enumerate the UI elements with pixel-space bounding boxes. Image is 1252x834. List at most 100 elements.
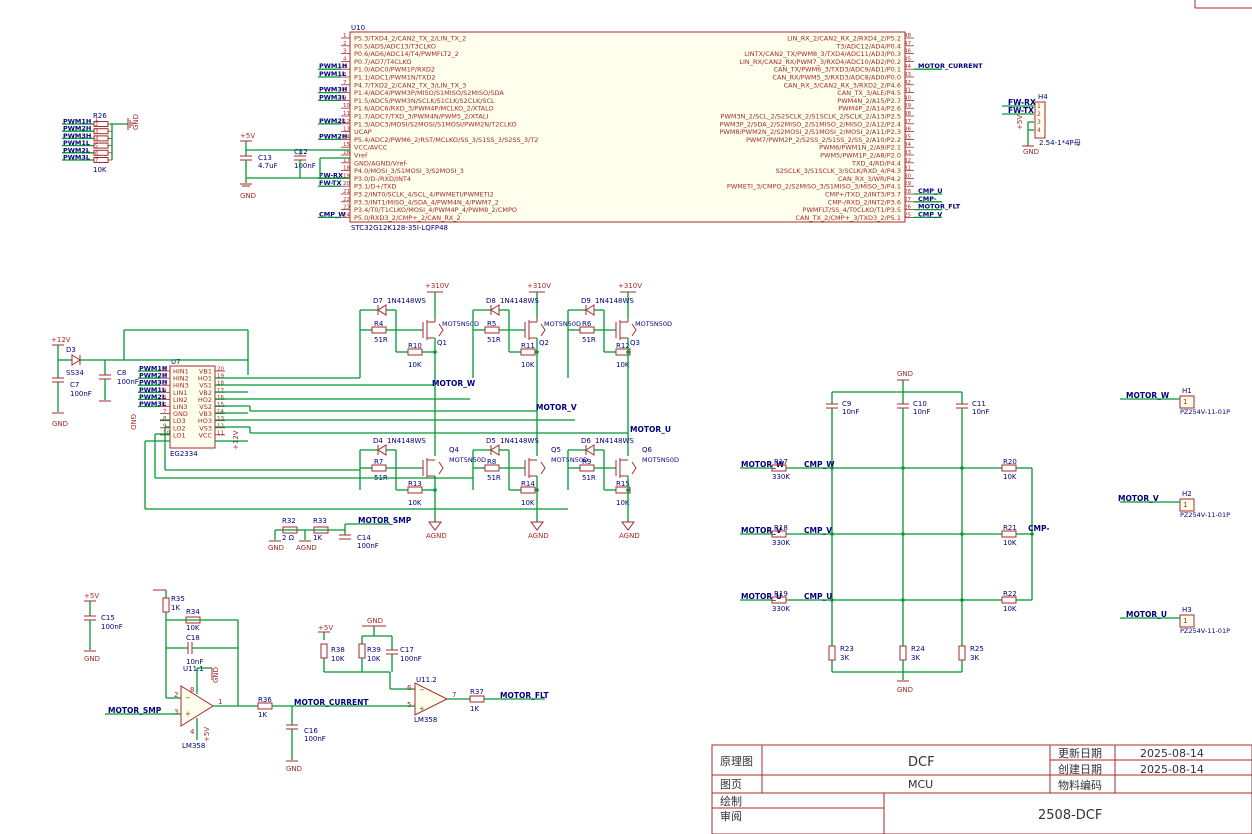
conn-body [1179, 395, 1195, 409]
c14-value: 100nF [357, 542, 379, 550]
mcu-pin-name: P1.1/ADC1/PWM1N/TXD2 [354, 74, 435, 82]
r34-body [185, 616, 201, 624]
u7-ref: U7 [171, 358, 181, 366]
mcu-pin-name: P3.2/INT0/SCLK_4/SCL_4/PWMETI/PWMETI2 [354, 191, 494, 199]
bemf-star-value: 10K [1003, 539, 1017, 547]
mcu-pin-number: 34 [904, 142, 911, 148]
u11-1-pin-vcc: 8 [190, 686, 194, 694]
mcu-pin-name: P5.0/RXD3_2/CMP+_2/CAN_RX_2 [354, 214, 461, 222]
mcu-net-label: PWM1L [319, 70, 346, 78]
r35-body [162, 597, 170, 613]
conn-body [1179, 614, 1195, 628]
u11-1-pin-out: 1 [218, 698, 222, 706]
junction [901, 532, 905, 536]
r26-pin-number: 1 [95, 117, 98, 123]
mcu-net-label: MOTOR_CURRENT [918, 62, 983, 70]
ls-diode-part: 1N4148WS [500, 437, 539, 445]
ls-fet-ref: Q6 [642, 446, 653, 454]
mcu-pin-number: 23 [343, 205, 350, 211]
bemf-bottom-ref: R25 [970, 645, 984, 653]
fault-comparator: +5V R38 10K GND R39 10K C17 100nF − + U1… [318, 617, 550, 724]
d3-ref: D3 [66, 346, 76, 354]
c8-value: 100nF [117, 378, 139, 386]
u7-pin-name: LIN1 [173, 389, 188, 397]
tb-label-code: 物料编码 [1058, 778, 1102, 792]
bridge-agnd-label: AGND [619, 532, 640, 540]
ls-pull-ref: R14 [521, 480, 535, 488]
mcu-pin-number: 12 [343, 119, 350, 125]
hs-fet-diode [540, 323, 546, 337]
r32-value: 2 Ω [282, 534, 295, 542]
bemf-bottom-value: 3K [911, 654, 920, 662]
d3-value: SS34 [66, 369, 84, 377]
mcu-pin-number: 14 [343, 134, 350, 140]
bridge-agnd-label: AGND [426, 532, 447, 540]
mcu-pin-name: VCC/AVCC [354, 144, 388, 152]
hs-pull-ref: R12 [616, 342, 630, 350]
mcu-net-label: CMP_U [918, 187, 943, 195]
u11-2-plus: + [419, 705, 425, 713]
mcu-pin-number: 48 [904, 33, 911, 39]
r26-net-label: PWM3L [63, 154, 90, 162]
r39-body [358, 643, 366, 659]
bemf-bottom-value: 3K [970, 654, 979, 662]
u11-1-pin-noninv: 3 [174, 708, 178, 716]
mcu-pin-number: 40 [904, 95, 911, 101]
hs-gate-r-value: 51R [374, 336, 388, 344]
hs-pull-value: 10K [521, 361, 535, 369]
mcu-pin-name: P3.3/INT1/MISO_4/SDA_4/PWM4N_4/PWM7_2 [354, 198, 499, 206]
shunt-gnd2: AGND [296, 544, 317, 552]
r26-net-label: PWM1H [63, 118, 91, 126]
mcu-pin-name: PWM8/PWM2N_2/S2MOSI_2/S1MOSI_2/MOSI_2/A1… [719, 128, 901, 136]
mcu-pin-name: P4.0/MOSI_3/S1MOSI_3/S2MOSI_3 [354, 167, 464, 175]
u11-1-ref: U11.1 [183, 665, 204, 673]
u7-pin-name: HO1 [198, 375, 212, 383]
mcu-pin-number: 29 [904, 181, 911, 187]
tb-label-updated: 更新日期 [1058, 746, 1102, 760]
u7-pin-name: VB3 [199, 410, 212, 418]
net-motor-v: MOTOR_V [536, 403, 577, 412]
bemf-bottom-ref: R24 [911, 645, 925, 653]
bemf-bottom-ref: R23 [840, 645, 854, 653]
hs-fet-diode [438, 323, 444, 337]
ls-pull-ref: R15 [616, 480, 630, 488]
r26-net-label: PWM2H [63, 125, 91, 133]
u11-1-pin-inv: 2 [174, 691, 178, 699]
ls-diode [490, 444, 500, 456]
ls-diode-part: 1N4148WS [595, 437, 634, 445]
r26-pin-number: 7 [95, 158, 98, 164]
conn-net: MOTOR_V [1118, 494, 1159, 503]
c14-ref: C14 [357, 534, 371, 542]
hs-fet-part: MOT5N50D [635, 320, 672, 328]
bemf-star-ref: R22 [1003, 590, 1017, 598]
amp-in-net: MOTOR_SMP [108, 706, 162, 715]
u11-2-part: LM358 [414, 716, 437, 724]
u7-pin-name: LIN3 [173, 403, 188, 411]
ls-pull-value: 10K [521, 499, 535, 507]
mcu-pin-name: CAN_TX/PWM6_3/TXD3/ADC9/AD1/P0.1 [774, 66, 901, 74]
r32-ref: R32 [282, 517, 296, 525]
mcu-pin-number: 35 [904, 134, 911, 140]
mcu-pin-number: 43 [904, 72, 911, 78]
junction [901, 598, 905, 602]
junction [535, 488, 539, 492]
u7-body [169, 365, 216, 449]
u7-pin-number: 19 [217, 374, 224, 380]
junction [626, 350, 630, 354]
junction [1030, 532, 1034, 536]
tb-created: 2025-08-14 [1140, 763, 1204, 776]
ls-fet-diode [540, 461, 546, 475]
u11-2-pin-inv: 6 [407, 684, 412, 692]
ls-gate-r-value: 51R [582, 474, 596, 482]
bemf-bottom-value: 3K [840, 654, 849, 662]
r39-ref: R39 [367, 646, 381, 654]
tb-code: 2508-DCF [1038, 808, 1102, 823]
c16-gnd: GND [286, 765, 302, 773]
hs-diode-ref: D8 [486, 297, 496, 305]
u7-net-label: PWM3L [139, 400, 166, 408]
junction [433, 350, 437, 354]
mcu-pin-number: 39 [904, 103, 911, 109]
bemf-series-ref: R18 [774, 524, 788, 532]
